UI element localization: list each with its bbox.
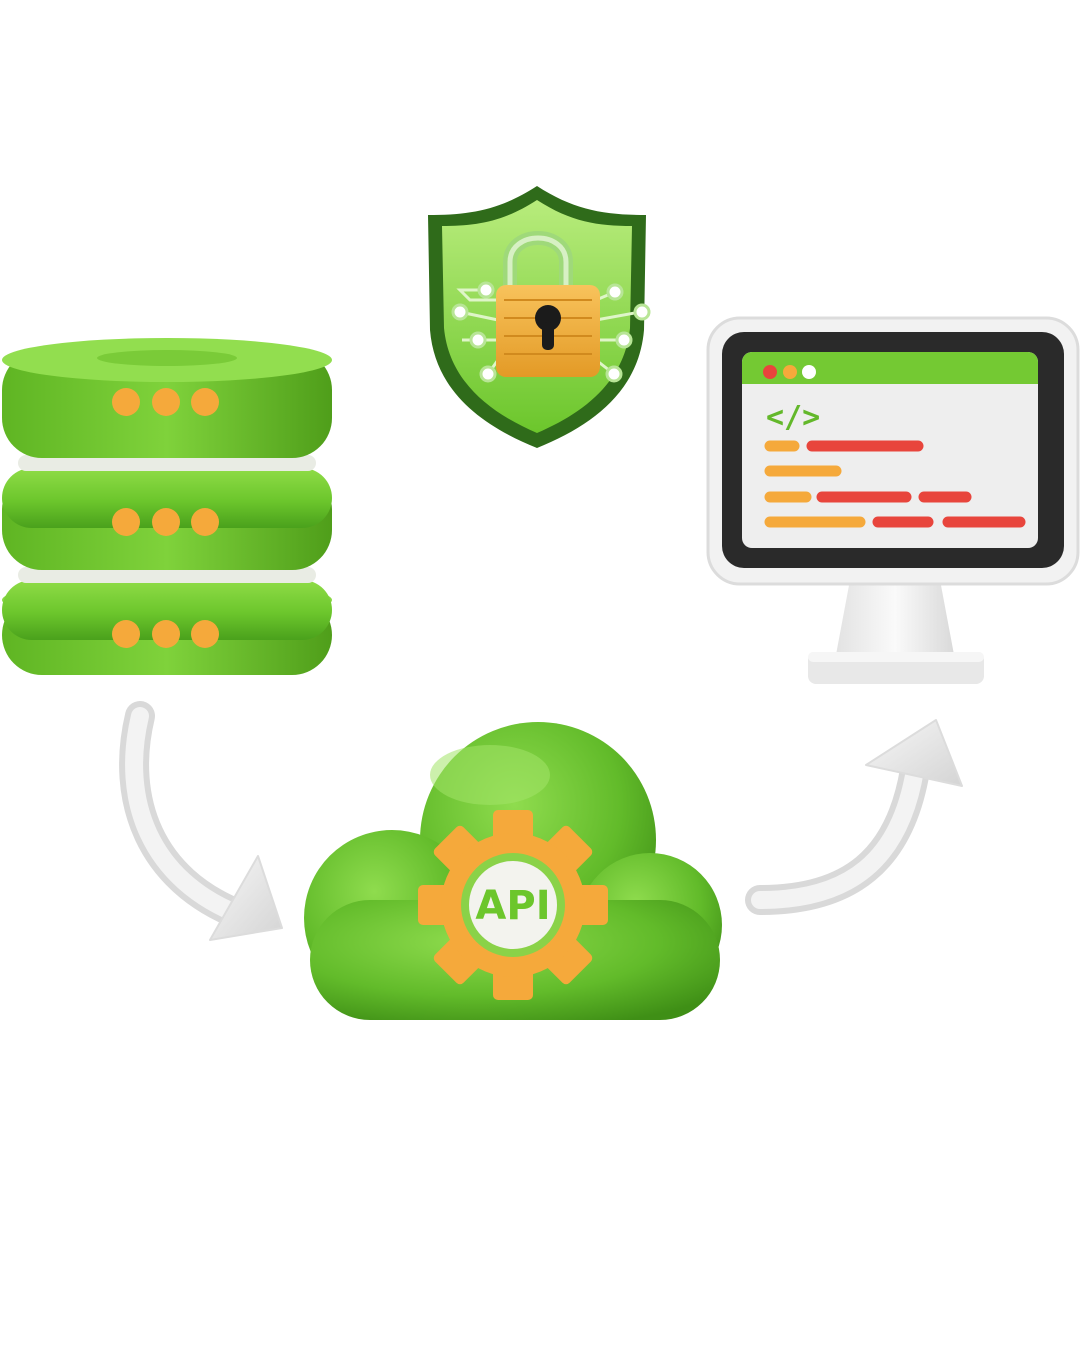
database-disk-middle bbox=[2, 468, 332, 570]
security-shield-lock-icon bbox=[428, 186, 651, 448]
database-disk-bottom bbox=[2, 580, 332, 675]
api-label: API bbox=[475, 883, 550, 929]
database-disk-top bbox=[2, 338, 332, 458]
api-cloud-gear-icon: API bbox=[304, 722, 722, 1020]
database-server-icon bbox=[2, 338, 332, 675]
code-lines bbox=[764, 440, 1026, 528]
flow-arrow-api-to-monitor bbox=[745, 719, 963, 915]
gear-icon: API bbox=[418, 810, 608, 1000]
window-controls bbox=[763, 365, 816, 379]
flow-arrow-database-to-api bbox=[119, 701, 283, 941]
keyhole-icon bbox=[535, 305, 561, 350]
code-monitor-icon: </> bbox=[706, 316, 1080, 684]
code-symbol: </> bbox=[766, 400, 820, 435]
circuit-nodes bbox=[451, 281, 651, 383]
